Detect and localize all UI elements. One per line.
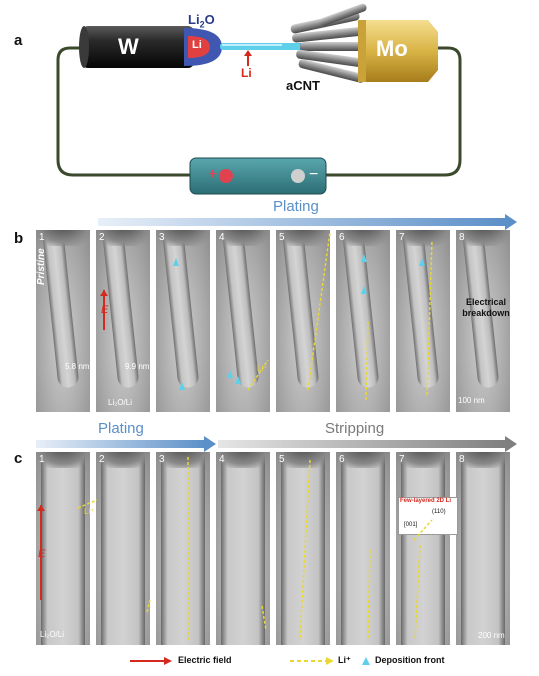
tungsten-electrode bbox=[82, 26, 194, 68]
rowb-frame: 5 bbox=[276, 230, 330, 412]
frame-number: 3 bbox=[159, 454, 165, 465]
rowc-frame: 1 bbox=[36, 452, 90, 645]
nanotube bbox=[41, 452, 85, 645]
frame-number: 1 bbox=[39, 232, 45, 243]
battery-box bbox=[189, 157, 327, 195]
li2o-li-c: Li₂O/Li bbox=[40, 630, 65, 639]
nanotube bbox=[461, 452, 505, 645]
rowb-frame: 6 bbox=[336, 230, 390, 412]
frame-number: 2 bbox=[99, 454, 105, 465]
nanotube bbox=[220, 230, 259, 389]
nanotube bbox=[400, 230, 439, 389]
diameter-1: 5.8 nm bbox=[65, 362, 90, 371]
scale-c: 200 nm bbox=[478, 631, 505, 640]
nanotube bbox=[280, 230, 319, 389]
minus-label: − bbox=[309, 166, 319, 183]
legend-li: Li⁺ bbox=[338, 655, 351, 665]
nanotube bbox=[101, 452, 145, 645]
rowb-frame: 8 bbox=[456, 230, 510, 412]
legend bbox=[130, 657, 370, 665]
plating-banner-c: Plating bbox=[98, 420, 144, 437]
inset-zone: [001] bbox=[404, 522, 418, 528]
rowc-frame: 7 bbox=[396, 452, 450, 645]
plating-arrow-c bbox=[36, 440, 206, 448]
li-core bbox=[188, 36, 210, 58]
pristine-label: Pristine bbox=[36, 248, 47, 285]
frame-number: 5 bbox=[279, 232, 285, 243]
efield-label-b: E bbox=[101, 304, 109, 316]
rowb-frame: 3 bbox=[156, 230, 210, 412]
nanotube bbox=[221, 452, 265, 645]
nanotube bbox=[340, 230, 379, 389]
li-tip-label: Li bbox=[192, 39, 202, 51]
frame-number: 1 bbox=[39, 454, 45, 465]
rowb-frame: 4 bbox=[216, 230, 270, 412]
negative-terminal bbox=[291, 169, 305, 183]
positive-terminal bbox=[219, 169, 233, 183]
panel-a-label: a bbox=[14, 32, 23, 49]
circuit-wire bbox=[56, 46, 462, 177]
nanotube bbox=[160, 230, 199, 389]
nanotube bbox=[161, 452, 205, 645]
stripping-banner-c: Stripping bbox=[325, 420, 385, 437]
li2o-li-b: Li₂O/Li bbox=[108, 398, 133, 407]
acnt-label: aCNT bbox=[286, 78, 320, 93]
rowc-frame: 5 bbox=[276, 452, 330, 645]
nanotube bbox=[281, 452, 325, 645]
plating-banner-b: Plating bbox=[273, 198, 319, 215]
rowb-frame: 2 bbox=[96, 230, 150, 412]
panel-c-label: c bbox=[14, 450, 23, 467]
molybdenum-electrode bbox=[358, 20, 438, 82]
frame-number: 7 bbox=[399, 232, 405, 243]
w-label: W bbox=[118, 34, 139, 59]
frame-number: 3 bbox=[159, 232, 165, 243]
frame-number: 7 bbox=[399, 454, 405, 465]
legend-efield: Electric field bbox=[178, 655, 232, 665]
breakdown-label: Electrical breakdown bbox=[462, 297, 510, 318]
panel-b-label: b bbox=[14, 230, 24, 247]
plus-label: + bbox=[208, 166, 218, 183]
rowc-frame: 8 bbox=[456, 452, 510, 645]
legend-front: Deposition front bbox=[375, 655, 445, 665]
stripping-arrow-c bbox=[218, 440, 508, 448]
scale-b: 100 nm bbox=[458, 396, 485, 405]
frame-number: 6 bbox=[339, 454, 345, 465]
plating-arrow-b bbox=[98, 218, 508, 226]
frame-number: 2 bbox=[99, 232, 105, 243]
rowc-frame: 3 bbox=[156, 452, 210, 645]
li-arrow-label: Li bbox=[241, 66, 252, 80]
rowc-frame: 2 bbox=[96, 452, 150, 645]
efield-label-c: E bbox=[38, 548, 46, 560]
nanotube bbox=[401, 452, 445, 645]
cnt-bundle bbox=[290, 3, 370, 83]
diameter-2: 9.9 nm bbox=[125, 362, 150, 371]
li-plus-b: Li⁺ bbox=[257, 364, 268, 373]
frame-number: 6 bbox=[339, 232, 345, 243]
frame-number: 5 bbox=[279, 454, 285, 465]
rowb-frame: 1 bbox=[36, 230, 90, 412]
rowc-frame: 6 bbox=[336, 452, 390, 645]
inset-hkl: (110) bbox=[432, 509, 446, 515]
frame-number: 8 bbox=[459, 454, 465, 465]
mo-label: Mo bbox=[376, 36, 408, 61]
panel-a-schematic bbox=[56, 3, 462, 195]
frame-number: 4 bbox=[219, 454, 225, 465]
li2o-label: Li2O bbox=[188, 12, 215, 30]
rowb-frame: 7 bbox=[396, 230, 450, 412]
frame-number: 8 bbox=[459, 232, 465, 243]
nanotube bbox=[341, 452, 385, 645]
li-plus-c: Li⁺ bbox=[84, 507, 95, 516]
inset-title: Few-layered 2D Li bbox=[400, 498, 452, 504]
rowc-frame: 4 bbox=[216, 452, 270, 645]
frame-number: 4 bbox=[219, 232, 225, 243]
